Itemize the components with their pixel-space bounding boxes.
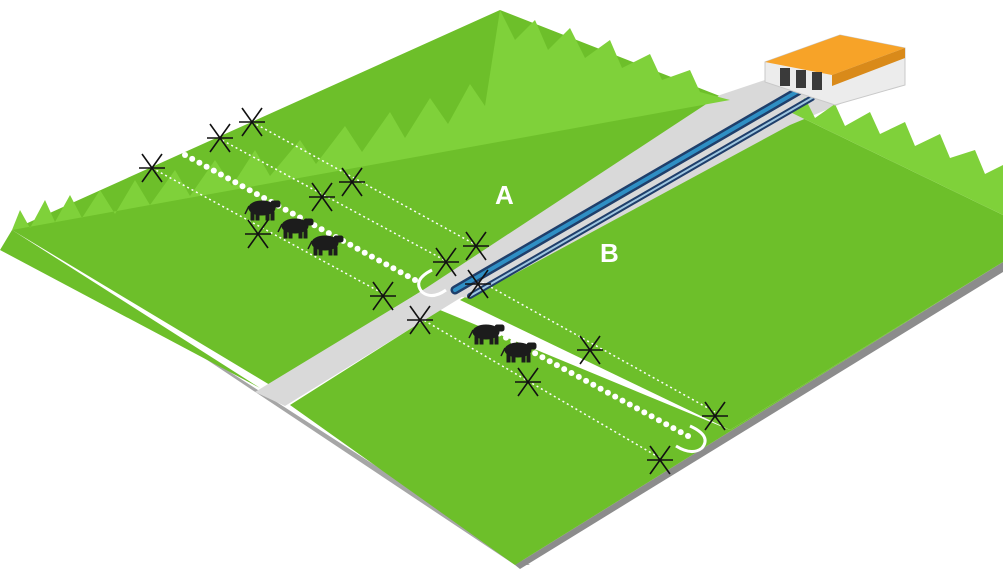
track-dot (203, 163, 210, 170)
u-turn-arrow-icon (675, 424, 707, 453)
track-dot (325, 230, 332, 237)
track-dot (189, 155, 196, 162)
track-dot (597, 385, 604, 392)
track-dot (677, 429, 684, 436)
track-dot (318, 226, 325, 233)
track-dot (376, 257, 383, 264)
track-dot (404, 273, 411, 280)
track-dot (626, 401, 633, 408)
track-dot (641, 409, 648, 416)
ground-side-right (515, 262, 1003, 569)
track-dot (246, 187, 253, 194)
fence-line (151, 167, 383, 294)
track-dot (354, 245, 361, 252)
track-dot (210, 167, 217, 174)
track-dot (452, 307, 458, 313)
track-dot (239, 183, 246, 190)
track-dot (503, 334, 509, 341)
track-dot (225, 175, 232, 182)
track-dot (539, 354, 546, 361)
track-dot (459, 310, 466, 317)
zone-label-a: A (495, 180, 514, 210)
barn-icon (764, 34, 906, 106)
track-dot (532, 350, 539, 357)
fence-lines (151, 121, 716, 459)
track-dot (217, 171, 224, 178)
track-dot (583, 377, 590, 384)
track-dot (663, 421, 670, 428)
track-dot (561, 366, 568, 373)
grass-edge (12, 10, 730, 230)
pipeline (450, 85, 815, 299)
fence-line (477, 279, 716, 413)
track-dot (546, 358, 553, 365)
track-dot (575, 373, 582, 380)
track-dot (368, 253, 375, 260)
track-dot (397, 269, 404, 276)
track-dot (232, 179, 239, 186)
track-dot (619, 397, 626, 404)
fence-line (419, 317, 661, 459)
track-dot (553, 362, 560, 369)
u-turn-arrow-icon (417, 268, 447, 297)
field-bottom-left (0, 230, 260, 388)
track-dot (568, 370, 575, 376)
track-dot (473, 318, 480, 325)
track-dot (670, 425, 677, 432)
track-dot (466, 314, 473, 321)
track-dot (390, 265, 397, 272)
track-dot (361, 249, 368, 256)
track-dot (196, 159, 203, 166)
zone-label-b: B (600, 238, 619, 268)
track-dot (612, 393, 619, 400)
track-dot (253, 191, 260, 198)
track-dot (655, 417, 662, 424)
track-dot (347, 241, 354, 248)
track-dot (604, 389, 611, 396)
track-dot (412, 277, 418, 283)
grass-edge-right (790, 98, 1003, 215)
track-dot (634, 405, 640, 412)
track-dot (590, 381, 597, 388)
track-dot (282, 206, 289, 213)
track-dot (182, 152, 188, 158)
track-dot (289, 210, 296, 217)
track-dot (685, 433, 691, 439)
track-dot (261, 195, 268, 201)
fence-line (217, 137, 449, 263)
track-dot (383, 261, 390, 268)
track-dot (648, 413, 655, 420)
